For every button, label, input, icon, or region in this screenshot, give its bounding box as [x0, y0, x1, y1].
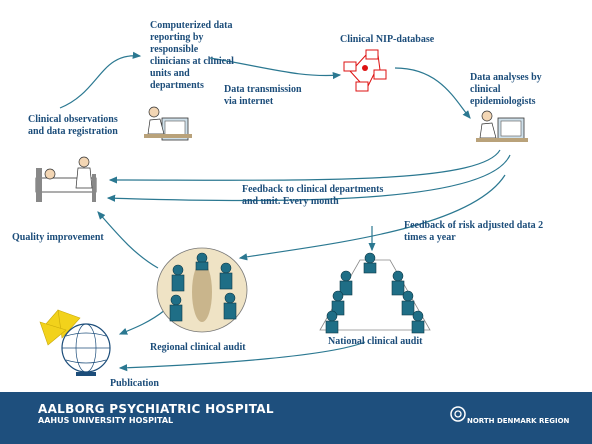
hospital-name: AALBORG PSYCHIATRIC HOSPITAL [38, 402, 274, 416]
arrow-national-to-publication [118, 341, 366, 372]
arrow-risk-feedback-to-units [106, 154, 511, 202]
label-computerized-reporting: Computerized data reporting by responsib… [150, 20, 234, 91]
arrow-reporting-to-database [209, 57, 342, 80]
university-name: AAHUS UNIVERSITY HOSPITAL [38, 416, 174, 425]
diagram-slide: Computerized data reporting by responsib… [12, 20, 544, 389]
epidemiologist-icon [476, 110, 528, 142]
label-regional-audit: Regional clinical audit [150, 342, 246, 353]
globe-publication-icon [39, 309, 111, 376]
label-quality-improvement: Quality improvement [12, 232, 104, 243]
clinician-reporting-icon [144, 106, 192, 141]
database-network-icon [343, 49, 387, 92]
footer-bar [0, 392, 592, 444]
patient-bed-icon [35, 156, 97, 202]
regional-meeting-icon [156, 247, 248, 333]
region-name: NORTH DENMARK REGION [467, 417, 570, 425]
label-publication: Publication [110, 378, 159, 389]
label-national-audit: National clinical audit [328, 336, 423, 347]
label-data-transmission: Data transmission via internet [224, 84, 302, 107]
arrow-risk-feedback-to-regional [238, 174, 506, 261]
label-nip-database: Clinical NIP-database [340, 34, 435, 45]
national-meeting-icon [319, 252, 431, 334]
arrow-observation-to-reporting [59, 51, 142, 109]
label-feedback-monthly: Feedback to clinical departments and uni… [242, 184, 384, 207]
arrow-regional-to-quality [97, 211, 159, 269]
label-feedback-risk: Feedback of risk adjusted data 2 times a… [404, 220, 544, 243]
arrow-database-to-analyses [394, 67, 471, 119]
region-logo-icon [450, 406, 466, 422]
label-data-analyses: Data analyses by clinical epidemiologist… [470, 72, 542, 107]
arrow-monthly-feedback [108, 149, 501, 184]
flow-diagram [35, 49, 528, 376]
flow-arrows [59, 51, 511, 372]
arrow-regional-to-publication [118, 309, 166, 335]
label-clinical-observations: Clinical observations and data registrat… [28, 114, 118, 137]
